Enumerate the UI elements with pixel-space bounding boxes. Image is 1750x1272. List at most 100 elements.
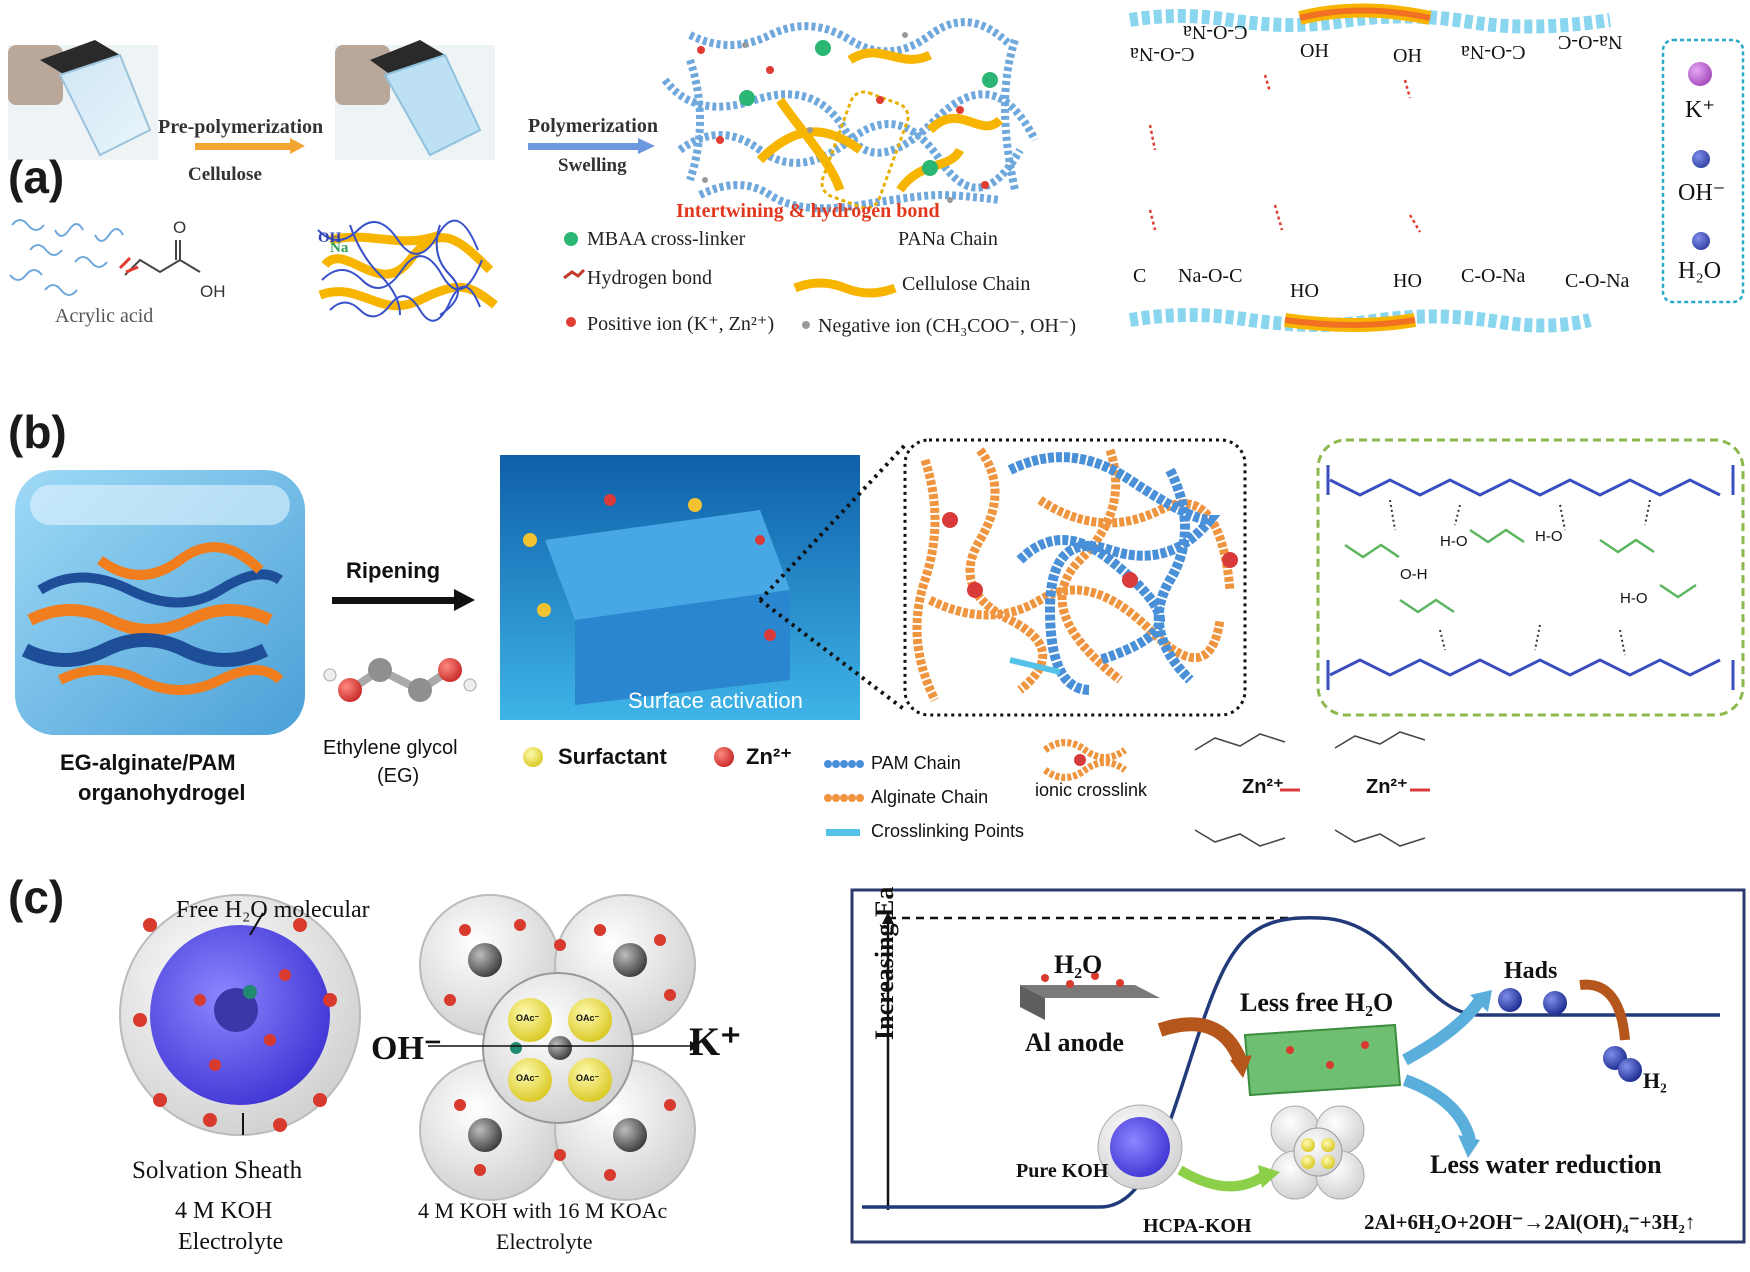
arrow-polymerization xyxy=(528,143,638,150)
koh-line2: Electrolyte xyxy=(178,1229,283,1256)
legend-ionic-label: ionic crosslink xyxy=(1035,780,1147,801)
oac-label-1: OAc⁻ xyxy=(516,1013,539,1024)
acrylic-acid-label: Acrylic acid xyxy=(55,305,153,328)
koac-line2: Electrolyte xyxy=(496,1229,593,1255)
legend-zn-swatch xyxy=(714,747,734,767)
solvation-sphere-koh xyxy=(120,895,360,1135)
legend-surfactant-swatch xyxy=(523,747,543,767)
legend-cellulose-swatch xyxy=(795,283,895,293)
solvation-cluster-koac xyxy=(420,895,700,1200)
oh-ion-arrow-label: OH⁻ xyxy=(371,1028,442,1068)
legend-hbond-swatch xyxy=(564,270,584,278)
network-oh-label: OH xyxy=(318,230,341,247)
struct-bottom-1: Na-O-C xyxy=(1178,265,1242,288)
legend-pam-swatch xyxy=(824,760,864,768)
struct-bottom-3: HO xyxy=(1393,270,1422,293)
k-ion-label: K⁺ xyxy=(1685,95,1715,124)
h2o-icon xyxy=(1692,232,1710,250)
prepolymer-network xyxy=(318,221,495,321)
struct-ho-label-3: H-O xyxy=(1620,590,1648,607)
koh-line1: 4 M KOH xyxy=(175,1198,272,1225)
free-h2o-label: Free H₂O molecular xyxy=(176,897,370,924)
legend-positive-label: Positive ion (K⁺, Zn²⁺) xyxy=(587,311,774,336)
legend-mbaa-label: MBAA cross-linker xyxy=(587,228,745,251)
organo-line1: EG-alginate/PAM xyxy=(60,750,236,776)
acrylic-o-label: O xyxy=(173,218,186,238)
struct-top-1: C-O-Na xyxy=(1183,20,1247,43)
solvation-label: Solvation Sheath xyxy=(132,1157,302,1185)
struct-bottom-4: C-O-Na xyxy=(1461,265,1525,288)
oh-ion-label: OH⁻ xyxy=(1678,178,1725,207)
legend-hbond-label: Hydrogen bond xyxy=(587,267,712,290)
arrow1-top-label: Pre-polymerization xyxy=(158,116,323,139)
legend-pam-label: PAM Chain xyxy=(871,753,961,774)
zoom-network-box xyxy=(905,440,1245,715)
energy-equation: 2Al+6H₂O+2OH⁻→2Al(OH)₄⁻+3H₂↑ xyxy=(1364,1210,1695,1235)
zn-label-right: Zn²⁺ xyxy=(1366,774,1408,799)
surface-activation-scene xyxy=(500,455,860,720)
arrow2-top-label: Polymerization xyxy=(528,115,658,138)
vial-photo-2 xyxy=(335,40,495,160)
acrylic-oh-label: OH xyxy=(200,282,226,302)
oac-label-4: OAc⁻ xyxy=(576,1073,599,1084)
struct-bottom-2: HO xyxy=(1290,280,1319,303)
struct-top-5: Na-O-C xyxy=(1558,30,1622,53)
surface-activation-label: Surface activation xyxy=(628,688,803,714)
struct-bottom-5: C-O-Na xyxy=(1565,270,1629,293)
panel-label-b: (b) xyxy=(8,405,67,459)
struct-top-3: OH xyxy=(1393,45,1422,68)
energy-less-water-label: Less water reduction xyxy=(1430,1150,1662,1180)
polymer-network xyxy=(665,22,1035,212)
legend-surfactant-label: Surfactant xyxy=(558,744,667,770)
energy-pure-koh-label: Pure KOH xyxy=(1016,1160,1108,1183)
molecular-structure-box xyxy=(1318,440,1743,715)
energy-yaxis-label: Increasing Ea xyxy=(870,887,900,1040)
k-ion-icon xyxy=(1688,62,1712,86)
energy-less-free-label: Less free H₂O xyxy=(1240,988,1393,1018)
organo-line2: organohydrogel xyxy=(78,780,245,806)
legend-negative-swatch xyxy=(802,321,810,329)
acrylic-acid-structure xyxy=(120,240,200,275)
organohydrogel-cube xyxy=(15,470,305,735)
intertwining-label: Intertwining & hydrogen bond xyxy=(676,200,940,223)
legend-negative-label: Negative ion (CH₃COO⁻, OH⁻) xyxy=(818,313,1076,338)
legend-alginate-swatch xyxy=(824,794,864,802)
monomer-squiggles xyxy=(10,220,123,295)
struct-oh-label: O-H xyxy=(1400,566,1428,583)
legend-alginate-label: Alginate Chain xyxy=(871,787,988,808)
legend-crosslink-swatch xyxy=(826,829,860,836)
ripening-arrow xyxy=(332,589,475,611)
struct-top-4: C-O-Na xyxy=(1461,40,1525,63)
arrow2-bottom-label: Swelling xyxy=(558,155,627,177)
energy-al-anode-label: Al anode xyxy=(1025,1028,1124,1058)
legend-cellulose-label: Cellulose Chain xyxy=(902,273,1030,296)
energy-hcpa-label: HCPA-KOH xyxy=(1143,1215,1252,1238)
legend-zn-label: Zn²⁺ xyxy=(746,744,792,770)
ionic-crosslink-glyph xyxy=(1045,743,1125,778)
oac-label-2: OAc⁻ xyxy=(576,1013,599,1024)
oh-ion-icon xyxy=(1692,150,1710,168)
energy-h2-label: H₂ xyxy=(1643,1068,1667,1094)
eg-line2: (EG) xyxy=(377,765,419,788)
energy-hads-label: Hads xyxy=(1504,958,1557,985)
zn-label-left: Zn²⁺ xyxy=(1242,774,1284,799)
arrow-prepolymerization xyxy=(195,143,290,150)
panel-label-c: (c) xyxy=(8,870,64,924)
h2o-label: H₂O xyxy=(1678,258,1721,285)
oac-label-3: OAc⁻ xyxy=(516,1073,539,1084)
ethylene-glycol-molecule xyxy=(324,658,476,702)
energy-diagram xyxy=(852,890,1744,1242)
legend-crosslinking-label: Crosslinking Points xyxy=(871,821,1024,842)
legend-pana-label: PANa Chain xyxy=(898,228,998,251)
legend-mbaa-swatch xyxy=(564,232,578,246)
koac-line1: 4 M KOH with 16 M KOAc xyxy=(418,1198,667,1224)
k-ion-arrow-label: K⁺ xyxy=(689,1018,741,1065)
struct-top-2: OH xyxy=(1300,40,1329,63)
struct-ho-label: H-O xyxy=(1440,533,1468,550)
struct-bottom-0: C xyxy=(1133,265,1146,288)
struct-top-0: C-O-Na xyxy=(1130,42,1194,65)
energy-h2o-label: H₂O xyxy=(1054,950,1102,980)
ripening-label: Ripening xyxy=(346,558,440,584)
struct-ho-label-2: H-O xyxy=(1535,528,1563,545)
